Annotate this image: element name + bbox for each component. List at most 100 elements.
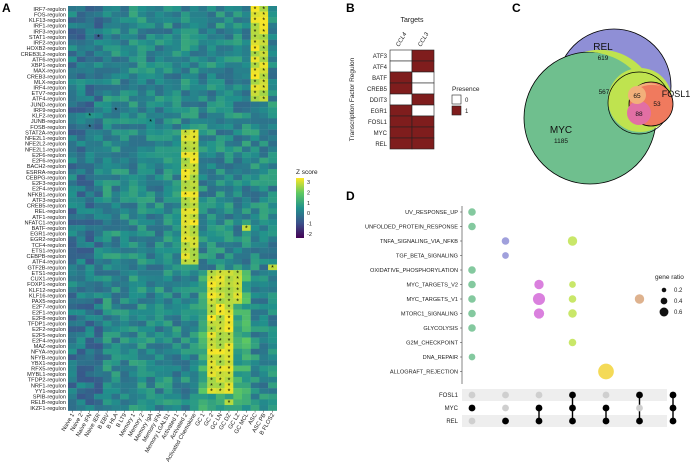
upset-membership-dot: [535, 391, 543, 399]
heatmap-cell: [250, 118, 260, 125]
heatmap-cell: [128, 331, 138, 338]
heatmap-cell: [128, 393, 138, 400]
heatmap-cell: [233, 73, 243, 80]
dotplot-y-label: DNA_REPAIR: [423, 355, 458, 361]
significance-asterisk: *: [236, 282, 239, 289]
heatmap-cell: [68, 62, 77, 69]
heatmap-cell: [68, 90, 77, 97]
heatmap-cell: [68, 219, 77, 226]
heatmap-cell: [68, 168, 77, 175]
heatmap-cell: [207, 39, 217, 46]
heatmap-cell: [146, 79, 156, 85]
heatmap-cell: [163, 376, 173, 383]
heatmap-cell: [259, 393, 269, 400]
heatmap-cell: [137, 371, 147, 378]
upset-membership-dot: [502, 404, 509, 412]
heatmap-cell: [215, 11, 225, 18]
heatmap-cell: [120, 157, 130, 164]
heatmap-cell: [102, 337, 112, 344]
heatmap-cell: [268, 388, 277, 394]
heatmap-cell: [198, 168, 208, 175]
heatmap-cell: [198, 298, 208, 305]
heatmap-cell: [163, 50, 173, 57]
heatmap-cell: [224, 292, 234, 299]
heatmap-cell: [259, 236, 269, 243]
heatmap-cell: [68, 180, 77, 187]
heatmap-cell: [120, 264, 130, 271]
heatmap-cell: [242, 152, 251, 158]
heatmap-row-label: E2F7-regulon: [32, 305, 66, 311]
heatmap-cell: [137, 129, 147, 136]
heatmap-cell: [268, 45, 277, 52]
heatmap-cell: [268, 219, 277, 226]
heatmap-cell: [268, 135, 277, 142]
heatmap-cell: [268, 118, 277, 125]
heatmap-cell: [137, 270, 147, 276]
heatmap-cell: [242, 84, 251, 91]
heatmap-cell: [111, 112, 121, 119]
heatmap-cell: [224, 208, 234, 215]
heatmap-cell: [250, 320, 260, 327]
heatmap-cell: [224, 107, 234, 113]
heatmap-cell: [189, 376, 199, 383]
heatmap-cell: [215, 388, 225, 394]
presence-cell: [389, 115, 413, 128]
heatmap-cell: [224, 337, 234, 344]
heatmap-cell: [85, 264, 95, 271]
significance-asterisk: *: [219, 389, 222, 396]
heatmap-cell: [102, 197, 112, 203]
heatmap-row-label: FOSB-regulon: [30, 125, 66, 131]
significance-asterisk: *: [219, 293, 222, 300]
heatmap-cell: [76, 118, 86, 125]
heatmap-cell: [268, 197, 277, 203]
heatmap-cell: [102, 382, 112, 389]
heatmap-cell: [233, 219, 243, 226]
heatmap-cell: [224, 95, 234, 102]
heatmap-row-label: EGR1-regulon: [30, 232, 66, 238]
heatmap-cell: [207, 157, 217, 164]
heatmap-cell: [155, 163, 164, 170]
heatmap-row-label: REL-regulon: [35, 209, 66, 215]
significance-asterisk: *: [219, 349, 222, 356]
upset-membership-dot: [468, 404, 476, 412]
heatmap-cell: [155, 73, 164, 80]
heatmap-cell: [207, 67, 217, 74]
heatmap-cell: [155, 320, 164, 327]
heatmap-row-label: RFX5-regulon: [31, 367, 66, 373]
heatmap-cell: [207, 320, 217, 327]
heatmap-cell: [76, 219, 86, 226]
heatmap-cell: [198, 112, 208, 119]
heatmap-cell: [111, 84, 121, 91]
heatmap-cell: [181, 90, 190, 97]
heatmap-cell: [259, 270, 269, 276]
significance-asterisk: *: [193, 147, 196, 154]
heatmap-cell: [85, 129, 95, 136]
enrichment-dot: [468, 208, 476, 216]
heatmap-cell: [137, 253, 147, 260]
heatmap-cell: [68, 185, 77, 192]
heatmap-cell: [155, 67, 164, 74]
heatmap-cell: [172, 331, 182, 338]
heatmap-cell: [207, 230, 217, 237]
heatmap-cell: [268, 157, 277, 164]
heatmap-cell: [137, 388, 147, 394]
heatmap-cell: [146, 157, 156, 164]
heatmap-cell: [224, 129, 234, 136]
heatmap-cell: [68, 112, 77, 119]
significance-asterisk: *: [262, 46, 265, 53]
heatmap-cell: [181, 376, 190, 383]
significance-asterisk: *: [184, 214, 187, 221]
heatmap-row-label: E2F2-regulon: [32, 327, 66, 333]
heatmap-cell: [250, 253, 260, 260]
heatmap-cell: [111, 371, 121, 378]
significance-asterisk: *: [219, 271, 222, 278]
heatmap-cell: [268, 393, 277, 400]
heatmap-cell: [146, 405, 156, 411]
heatmap-cell: [242, 157, 251, 164]
heatmap-cell: [94, 95, 103, 102]
heatmap-cell: [85, 107, 95, 113]
heatmap-cell: [189, 50, 199, 57]
heatmap-cell: [172, 50, 182, 57]
heatmap-cell: [76, 129, 86, 136]
heatmap-cell: [68, 298, 77, 305]
